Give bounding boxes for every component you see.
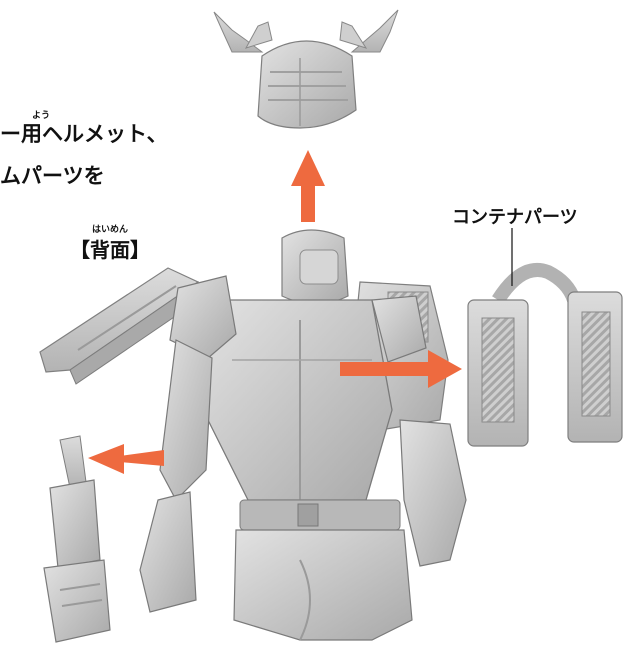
rifle-part (39, 267, 203, 385)
helmet-part (213, 9, 399, 129)
arrow-left-icon (88, 444, 164, 474)
caption-ruby-you: よう (32, 111, 51, 121)
arrow-right-icon (340, 350, 462, 388)
container-parts-label: コンテナパーツ (452, 207, 578, 228)
back-view-label: 【背面】 (70, 238, 150, 262)
caption-line-2: ムパーツを (0, 164, 105, 188)
detached-arm-part (43, 435, 111, 643)
back-label-ruby: はいめん (92, 225, 129, 235)
robot-figure (139, 229, 467, 641)
arrow-up-icon (291, 150, 325, 222)
caption-line-1: ー用ヘルメット、 (0, 122, 168, 146)
container-part (467, 262, 623, 447)
